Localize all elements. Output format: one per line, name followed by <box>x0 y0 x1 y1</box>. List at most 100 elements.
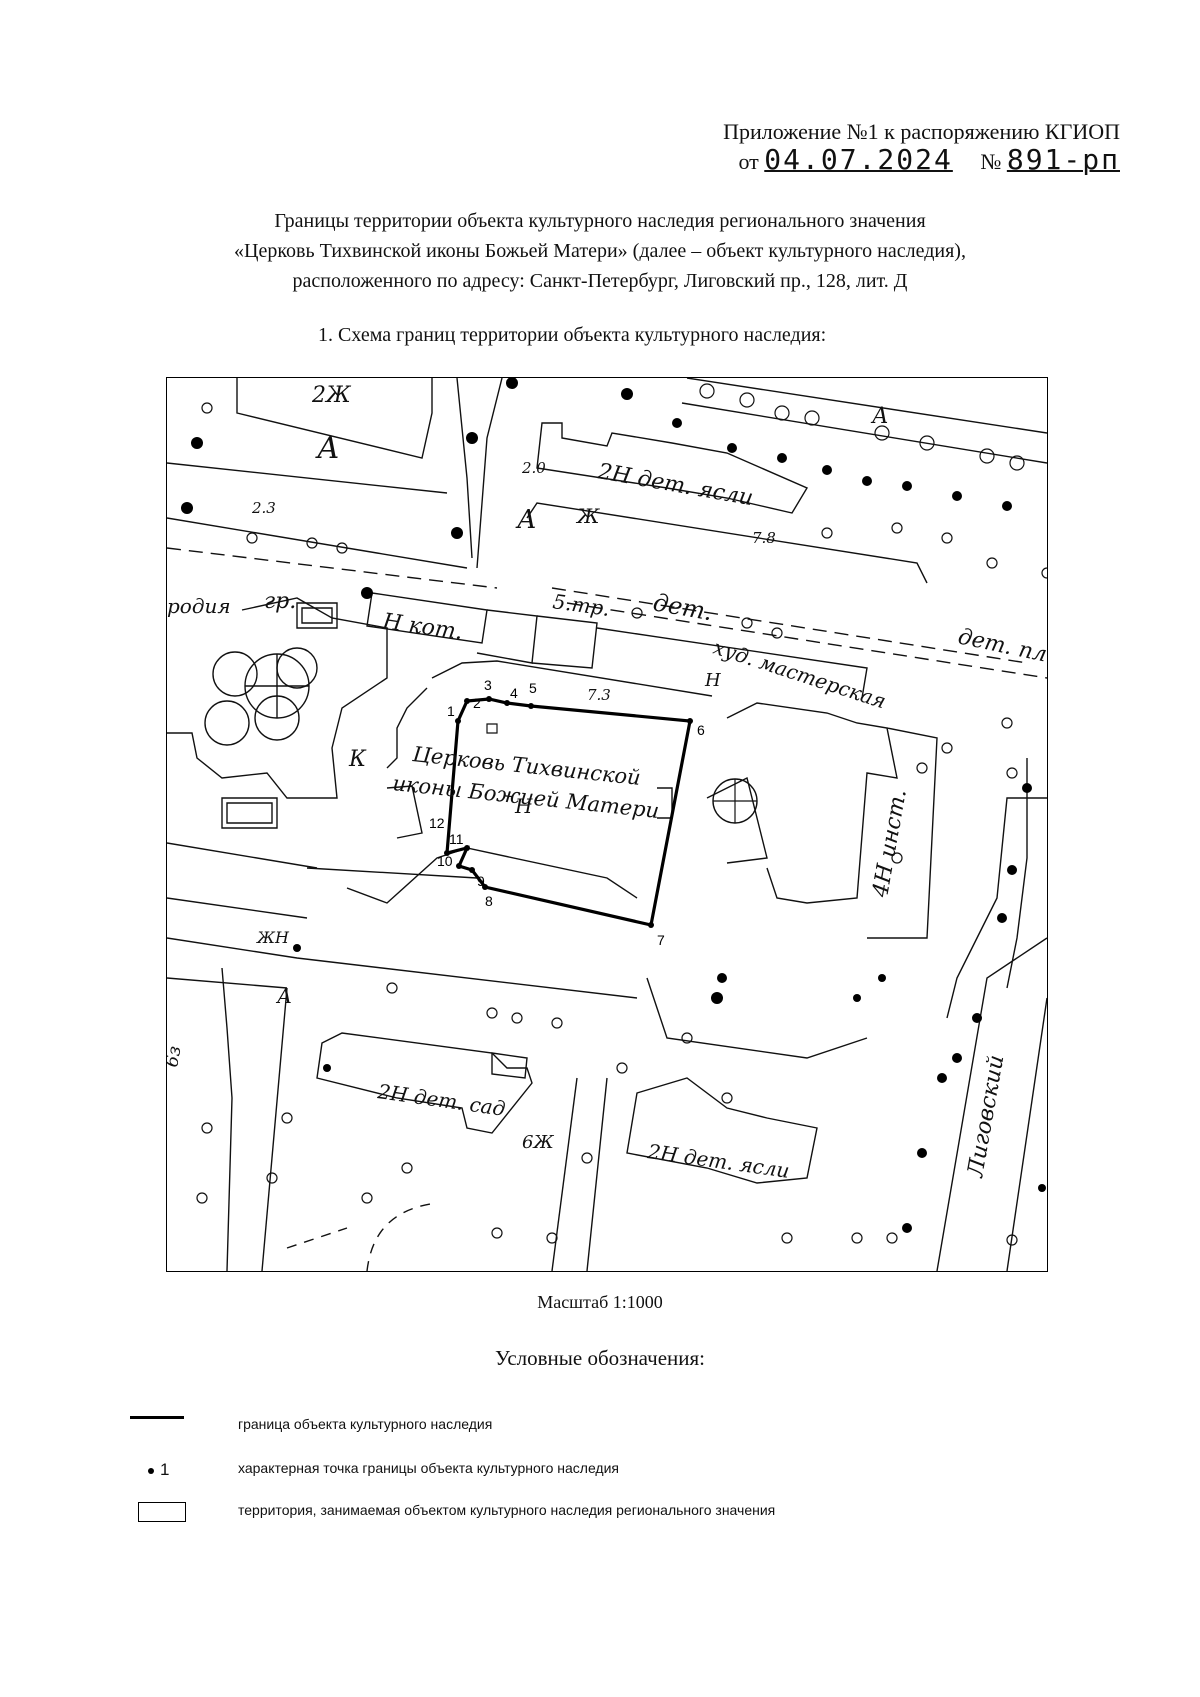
legend-point-symbol: 1 <box>148 1460 169 1480</box>
legend-point-marker: 1 <box>160 1460 170 1479</box>
label-a-right: А <box>870 404 889 429</box>
label-det-yasli-top: 2Н дет. ясли <box>595 459 755 511</box>
point-label-3: 3 <box>484 677 492 693</box>
building-outline <box>596 627 868 699</box>
boundary-point-12 <box>444 850 450 856</box>
label-n-kot: Н кот. <box>380 609 464 645</box>
dome <box>204 700 250 746</box>
point-dot-icon <box>148 1467 154 1474</box>
boundary-point-7 <box>648 922 654 928</box>
document-header: Приложение №1 к распоряжению КГИОП от 04… <box>723 118 1120 176</box>
number-prefix: № <box>980 149 1002 174</box>
street-edge <box>221 967 233 1271</box>
order-number: 891-рп <box>1006 143 1120 176</box>
label-det: дет. <box>651 588 715 626</box>
point-label-9: 9 <box>477 873 485 889</box>
label-zh-under: ЖН <box>256 928 290 947</box>
label-2-3: 2.3 <box>251 499 276 517</box>
legend-box-symbol <box>138 1502 186 1522</box>
label-street-right: Лиговский <box>963 1053 1009 1180</box>
church-ground <box>386 687 428 769</box>
street-edge <box>1006 997 1047 1271</box>
tree-markers <box>181 378 1046 1233</box>
title-line-2: «Церковь Тихвинской иконы Божьей Матери»… <box>234 240 966 262</box>
label-2-0: 2.0 <box>521 459 546 477</box>
boundary-point-9 <box>469 867 475 873</box>
church-dome-cross <box>713 779 757 823</box>
annex <box>386 785 423 839</box>
dome-cross <box>245 654 309 718</box>
label-6z: 6з <box>167 1044 186 1069</box>
label-n-center: Н <box>514 794 533 818</box>
title-line-1: Границы территории объекта культурного н… <box>274 210 926 232</box>
point-label-8: 8 <box>485 893 493 909</box>
building-right-column <box>867 727 938 939</box>
order-date-number-line: от 04.07.2024 № 891-рп <box>723 146 1120 176</box>
point-label-2: 2 <box>473 695 481 711</box>
street-edge <box>686 378 1047 434</box>
road-edge <box>167 517 468 569</box>
order-date: 04.07.2024 <box>764 143 953 176</box>
path-dashed <box>366 1202 438 1271</box>
boundary-point-10 <box>456 863 462 869</box>
point-label-4: 4 <box>510 685 518 701</box>
label-2zh-top: 2Ж <box>311 383 352 408</box>
street-edge <box>681 402 1047 464</box>
label-6zh: 6Ж <box>522 1132 554 1153</box>
label-khud-masterskaya: худ. мастерская <box>710 635 889 713</box>
legend-item-point: характерная точка границы объекта культу… <box>238 1460 619 1476</box>
building-k-large <box>167 597 388 799</box>
map-scale: Масштаб 1:1000 <box>537 1292 663 1312</box>
label-k-large: К <box>348 747 367 772</box>
small-annex <box>486 723 498 734</box>
street-edge <box>167 977 288 989</box>
boundary-point-3 <box>486 696 492 702</box>
point-label-6: 6 <box>697 722 705 738</box>
label-4n-inst: 4Н инст. <box>868 787 912 900</box>
label-a-left-bottom: А <box>275 984 292 1008</box>
label-a-mid: А <box>515 505 537 535</box>
street-edge <box>261 987 288 1271</box>
legend-title: Условные обозначения: <box>494 1346 706 1370</box>
boundary-point-8 <box>482 884 488 890</box>
street-edge <box>551 1077 578 1271</box>
annex-right <box>657 787 673 819</box>
label-gr: гр. <box>264 589 296 614</box>
label-tr: 5.тр. <box>551 589 611 621</box>
building-mid <box>476 609 538 664</box>
street-edge <box>1006 758 1028 989</box>
section-heading: 1. Схема границ территории объекта культ… <box>318 324 827 346</box>
building-4n-inst <box>726 702 898 904</box>
boundary-point-4 <box>504 700 510 706</box>
boundary-point-markers <box>444 696 693 928</box>
legend-item-territory: территория, занимаемая объектом культурн… <box>238 1502 776 1518</box>
building-det-yasli-bottom <box>626 1077 818 1184</box>
dome <box>212 651 258 697</box>
building-2zh-top <box>236 378 433 459</box>
boundary-point-2 <box>464 698 470 704</box>
label-zh-mid: Ж <box>575 504 600 528</box>
street-edge <box>646 977 868 1059</box>
point-label-11: 11 <box>449 831 464 847</box>
point-label-5: 5 <box>529 680 537 696</box>
label-rodiya: родия <box>167 594 231 618</box>
street-dash <box>551 587 1028 664</box>
boundary-point-5 <box>528 703 534 709</box>
building-mid <box>531 615 598 669</box>
circle-markers <box>196 383 1047 1246</box>
label-a-top: А <box>315 431 340 466</box>
legend-item-boundary: граница объекта культурного наследия <box>238 1416 493 1432</box>
street-dash <box>167 547 498 589</box>
label-det-pl: дет. пл. <box>956 624 1047 669</box>
street-edge <box>306 867 478 879</box>
boundary-point-1 <box>455 718 461 724</box>
label-7-8: 7.8 <box>752 529 776 547</box>
porch-inner <box>301 607 333 624</box>
order-reference: Приложение №1 к распоряжению КГИОП <box>723 119 1120 144</box>
street-edge <box>936 937 1047 1271</box>
street-edge <box>167 842 318 869</box>
label-7-3: 7.3 <box>587 686 611 704</box>
road-edge <box>167 462 448 494</box>
building-det-yasli <box>536 422 809 514</box>
building-outline <box>526 502 928 584</box>
